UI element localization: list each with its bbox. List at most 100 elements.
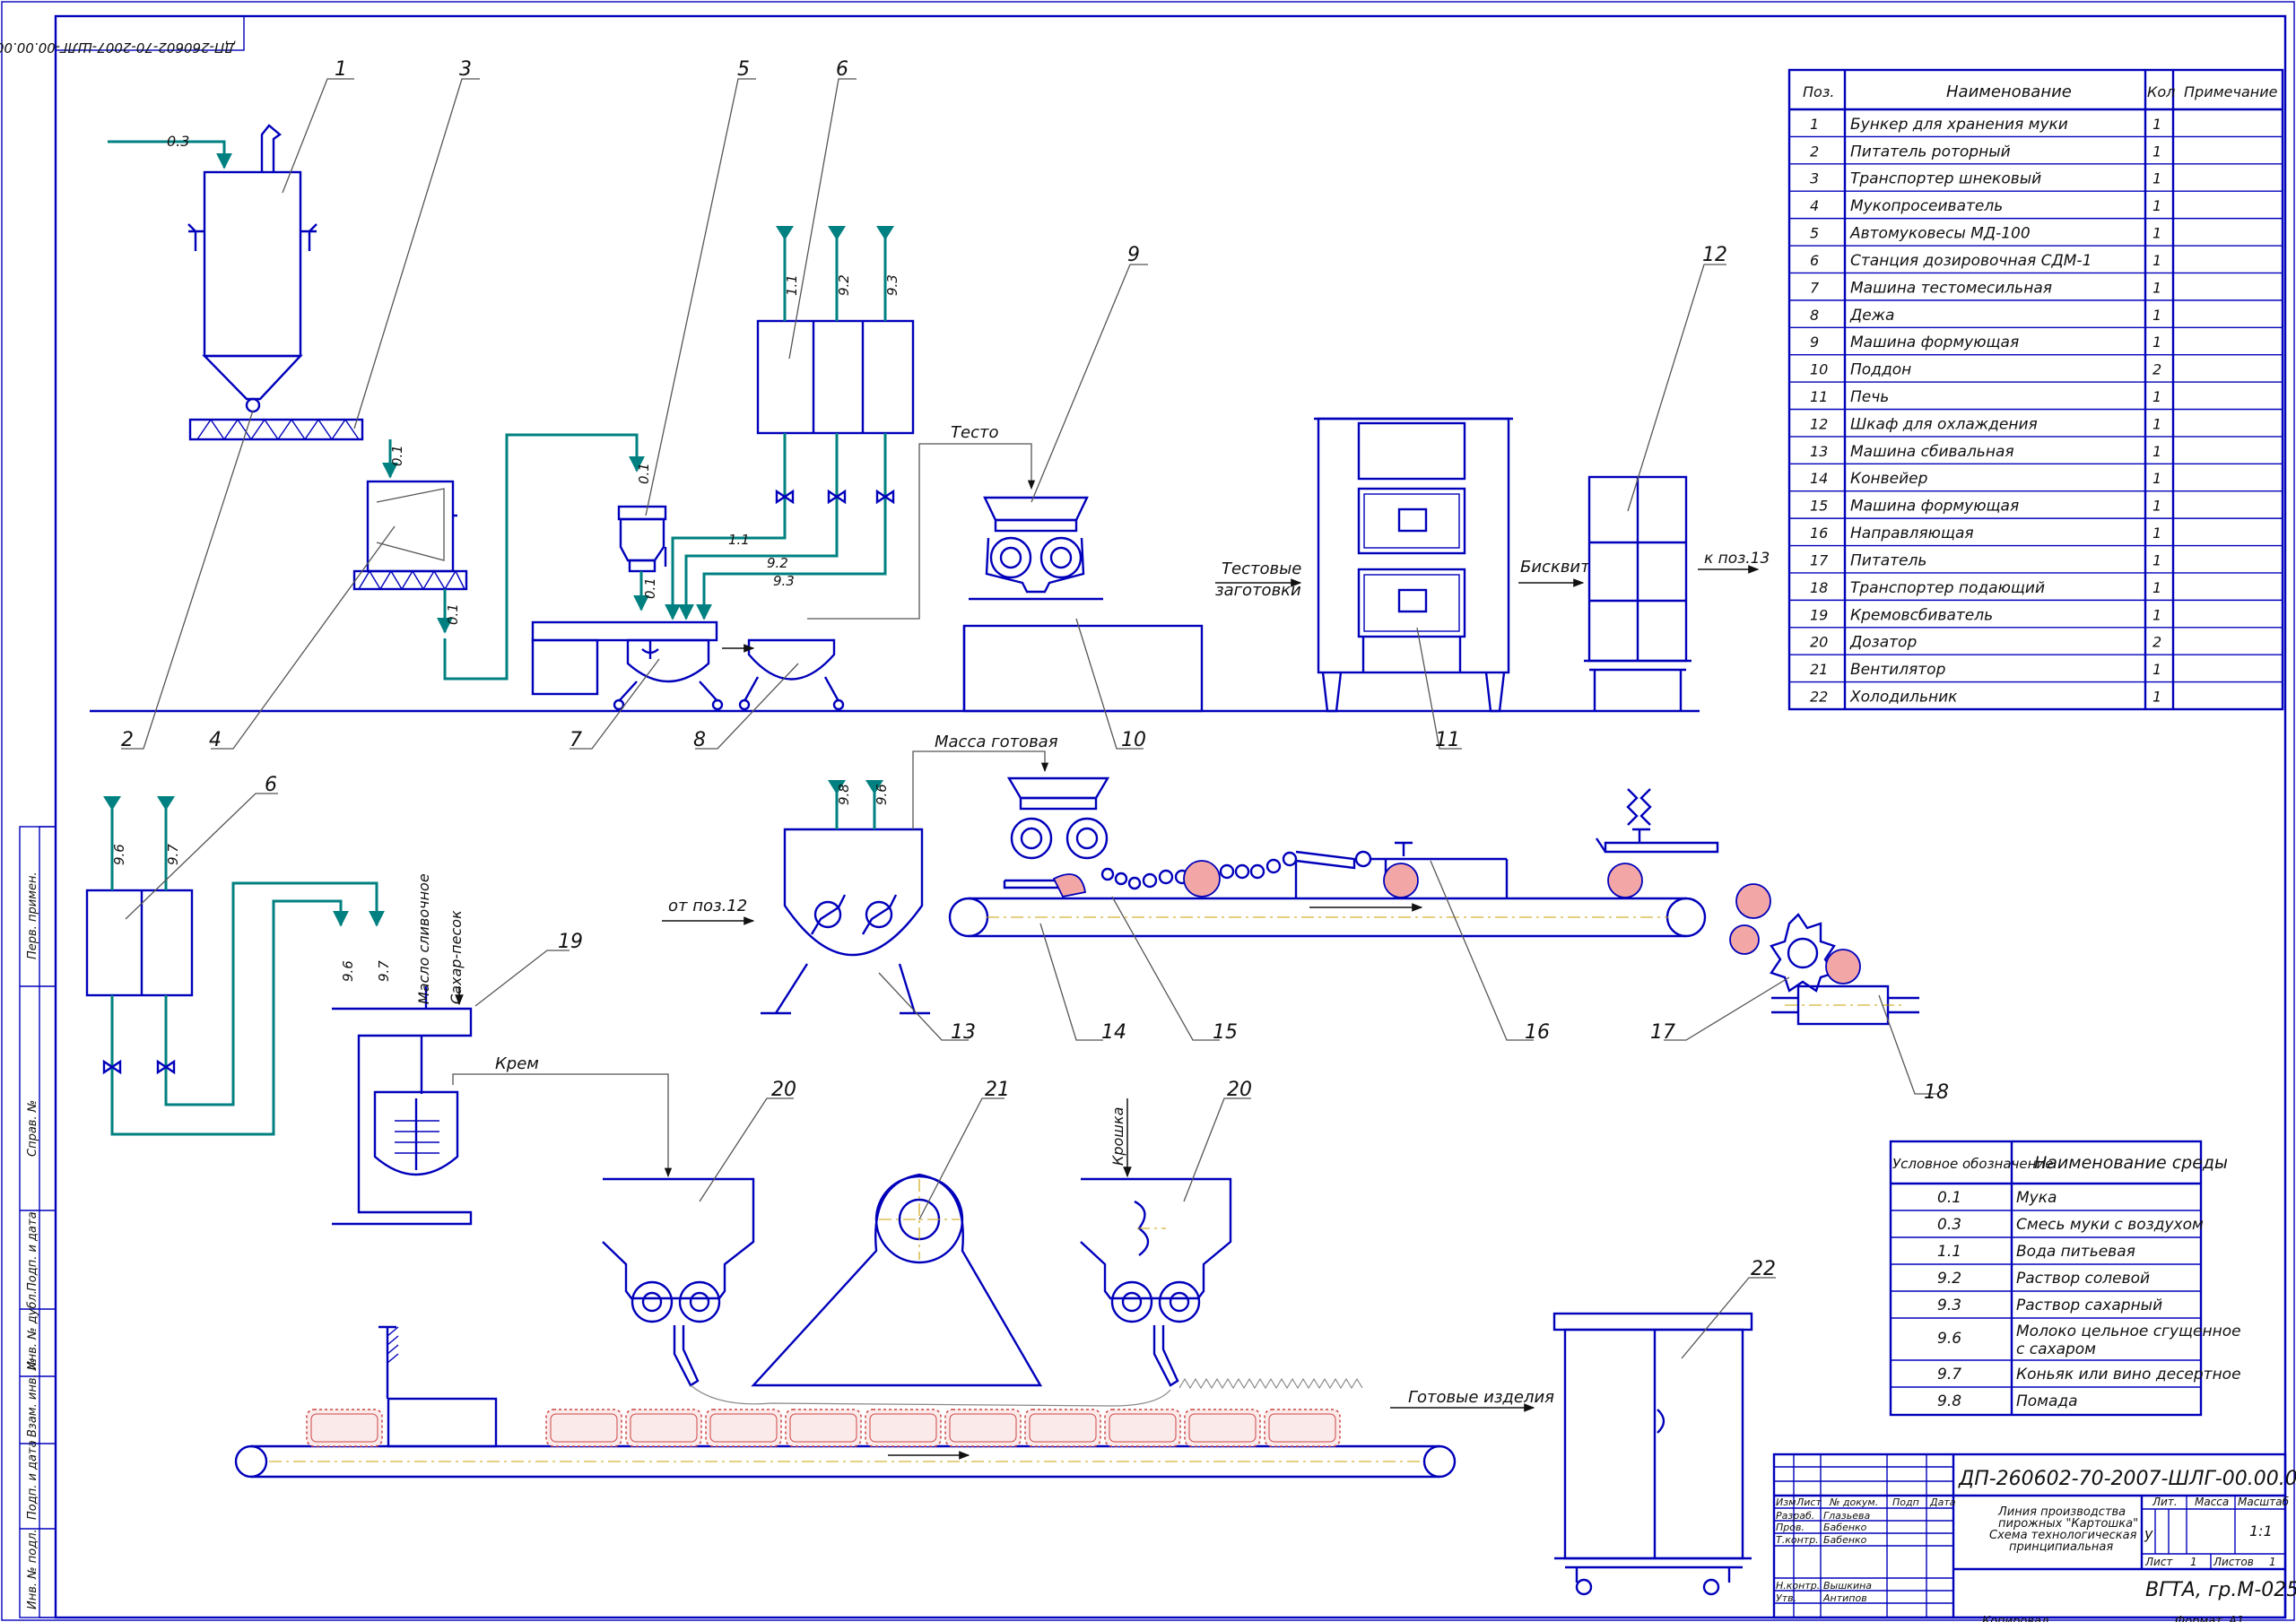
dosing-station-bottom: 9.6 9.7 9.6 9.7 bbox=[85, 796, 392, 1136]
stamp-label: Листов bbox=[2213, 1556, 2254, 1568]
position-leaders-middle: 6 19 13 14 15 16 17 18 bbox=[125, 774, 1949, 1104]
position-number: 2 bbox=[121, 729, 134, 751]
spec-pos: 14 bbox=[1810, 470, 1828, 487]
spec-pos: 1 bbox=[1810, 116, 1819, 133]
media-code: 0.1 bbox=[445, 603, 461, 625]
stamp-header: Подп bbox=[1892, 1496, 1919, 1508]
position-number: 6 bbox=[836, 58, 848, 81]
stamp-value: у bbox=[2144, 1525, 2153, 1542]
spec-qty: 1 bbox=[2152, 498, 2161, 515]
legend-name: Помада bbox=[2016, 1392, 2078, 1410]
spec-qty: 1 bbox=[2152, 388, 2161, 405]
fan bbox=[751, 1173, 1043, 1387]
spec-qty: 2 bbox=[2152, 634, 2161, 651]
legend-name: Раствор сахарный bbox=[2016, 1297, 2162, 1314]
spec-header: Кол bbox=[2147, 83, 2175, 100]
spec-name: Транспортер подающий bbox=[1850, 579, 2045, 597]
position-number: 11 bbox=[1435, 729, 1460, 751]
position-number: 1 bbox=[335, 58, 347, 81]
spec-header: Наименование bbox=[1946, 82, 2072, 101]
stamp-name: Вышкина bbox=[1823, 1580, 1872, 1592]
side-label: Справ. № bbox=[26, 1100, 39, 1157]
position-number: 14 bbox=[1101, 1021, 1126, 1044]
pipe-0-3: 0.3 bbox=[108, 133, 232, 169]
media-code: 9.8 bbox=[836, 784, 852, 805]
product-slab bbox=[545, 1409, 622, 1447]
position-number: 12 bbox=[1702, 244, 1727, 266]
product-slab bbox=[1184, 1409, 1261, 1447]
dough-ball bbox=[1183, 860, 1221, 898]
spec-qty: 1 bbox=[2152, 307, 2161, 324]
dosing-station-top: 1.1 9.2 9.3 1.1 9.2 9.3 bbox=[665, 226, 915, 620]
stamp-label: Лист bbox=[2144, 1556, 2173, 1568]
spec-qty: 1 bbox=[2152, 551, 2161, 568]
dough-ball bbox=[1158, 869, 1174, 885]
position-number: 16 bbox=[1525, 1021, 1550, 1044]
spec-name: Направляющая bbox=[1850, 525, 1974, 542]
feeder-star bbox=[1729, 883, 1861, 993]
position-number: 7 bbox=[570, 729, 582, 751]
stamp-value: 1 bbox=[2190, 1556, 2197, 1568]
position-number: 5 bbox=[737, 58, 750, 81]
position-number: 3 bbox=[459, 58, 472, 81]
spec-name: Машина формующая bbox=[1850, 334, 2019, 351]
oven bbox=[1314, 417, 1513, 713]
stamp-title-line: Схема технологическая bbox=[1989, 1529, 2137, 1542]
spec-pos: 21 bbox=[1810, 661, 1828, 678]
legend-name: Раствор солевой bbox=[2016, 1270, 2150, 1288]
stamp-header: Лист bbox=[1796, 1496, 1822, 1508]
flour-sifter bbox=[352, 480, 468, 591]
position-number: 18 bbox=[1924, 1081, 1949, 1104]
tray-table bbox=[962, 597, 1204, 713]
spec-pos: 10 bbox=[1810, 361, 1828, 378]
spec-pos: 17 bbox=[1810, 551, 1829, 568]
position-number: 21 bbox=[985, 1079, 1010, 1101]
spec-pos: 22 bbox=[1810, 688, 1828, 705]
media-code: 9.6 bbox=[874, 784, 890, 805]
spec-pos: 12 bbox=[1810, 415, 1828, 432]
position-number: 13 bbox=[951, 1021, 976, 1044]
flour-bunker bbox=[187, 124, 317, 413]
spec-qty: 1 bbox=[2152, 279, 2161, 296]
refrigerator bbox=[1552, 1312, 1753, 1596]
flour-scales: 0.1 bbox=[617, 505, 667, 612]
spec-header: Поз. bbox=[1803, 83, 1834, 100]
dough-ball bbox=[1234, 863, 1250, 880]
media-code: 9.7 bbox=[165, 844, 181, 865]
product-slab bbox=[705, 1409, 782, 1447]
position-number: 9 bbox=[1127, 244, 1140, 266]
product-slab-inner bbox=[1188, 1413, 1257, 1443]
side-label: Перв. примен. bbox=[26, 872, 39, 959]
spec-qty: 1 bbox=[2152, 443, 2161, 460]
legend-name: Смесь муки с воздухом bbox=[2016, 1216, 2204, 1234]
spec-name: Кремовсбиватель bbox=[1850, 606, 1993, 624]
product-slab-inner bbox=[1029, 1413, 1097, 1443]
forming-conveyor bbox=[948, 776, 1719, 938]
dough-ball bbox=[1127, 876, 1142, 890]
spec-pos: 8 bbox=[1810, 307, 1819, 324]
spec-name: Печь bbox=[1850, 388, 1889, 406]
spec-pos: 3 bbox=[1810, 170, 1819, 187]
legend-code: 9.8 bbox=[1937, 1392, 1961, 1410]
spec-qty: 1 bbox=[2152, 143, 2161, 160]
product-slab bbox=[625, 1409, 702, 1447]
spec-qty: 1 bbox=[2152, 116, 2161, 133]
spec-pos: 5 bbox=[1810, 225, 1819, 242]
feeding-transporter bbox=[1771, 984, 1919, 1026]
stamp-name: Бабенко bbox=[1823, 1522, 1867, 1533]
position-number: 10 bbox=[1121, 729, 1146, 751]
legend-code: 9.2 bbox=[1937, 1270, 1961, 1288]
from-pos12-text: от поз.12 bbox=[668, 897, 747, 915]
stamp-role: Утв. bbox=[1776, 1592, 1796, 1604]
spec-name: Мукопросеиватель bbox=[1850, 197, 2003, 215]
stamp-role: Разраб. bbox=[1776, 1510, 1814, 1522]
position-number: 15 bbox=[1213, 1021, 1238, 1044]
position-number: 6 bbox=[265, 774, 277, 796]
position-number: 20 bbox=[771, 1079, 796, 1101]
position-number: 20 bbox=[1227, 1079, 1252, 1101]
format-value: A1 bbox=[2228, 1615, 2244, 1622]
stamp-role: Пров. bbox=[1776, 1522, 1805, 1533]
spec-name: Конвейер bbox=[1850, 470, 1928, 488]
sugar-text: Сахар-песок bbox=[448, 910, 465, 1004]
